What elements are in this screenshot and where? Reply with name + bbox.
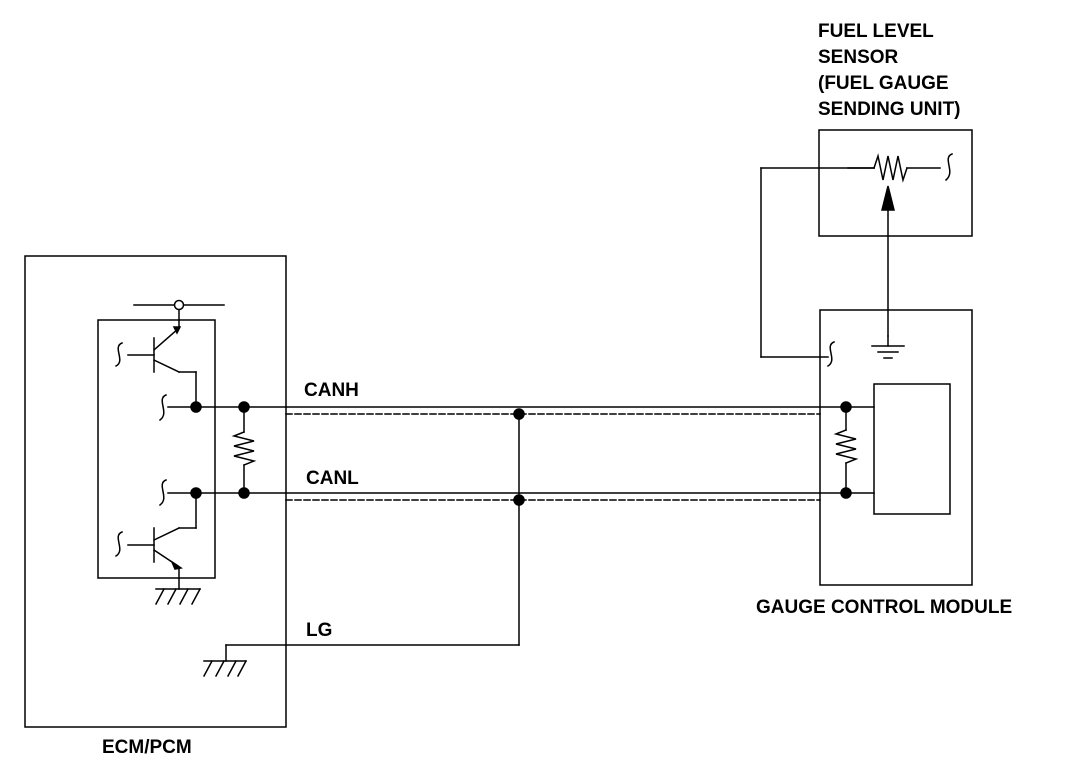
canl-label: CANL xyxy=(306,468,359,489)
lower-transistor xyxy=(114,492,197,590)
sensor-title-line-2: SENSOR xyxy=(818,47,899,68)
lg-label: LG xyxy=(306,620,333,641)
ecm-pcm-module xyxy=(24,255,287,728)
gauge-termination-resistor xyxy=(833,406,859,494)
canl-wire xyxy=(285,492,847,501)
sensor-title-line-4: SENDING UNIT) xyxy=(818,99,961,120)
ecm-internal-ground-symbol xyxy=(154,587,202,606)
lg-ground-symbol xyxy=(202,644,248,678)
sensor-variable-resistor xyxy=(873,153,908,183)
sensor-title-line-1: FUEL LEVEL xyxy=(818,21,934,42)
fuel-level-sensor xyxy=(818,129,973,337)
ecm-termination-resistor xyxy=(231,406,257,494)
canh-wire xyxy=(285,406,847,415)
gauge-control-module xyxy=(819,309,973,586)
ecm-pcm-label: ECM/PCM xyxy=(102,737,192,758)
lg-wire xyxy=(225,413,520,646)
power-terminal xyxy=(173,299,185,311)
sensor-title-line-3: (FUEL GAUGE xyxy=(818,73,949,94)
canh-label: CANH xyxy=(304,380,359,401)
wiper-arrow-icon xyxy=(881,185,895,211)
sensor-signal-wire xyxy=(760,167,875,358)
gauge-inner-block xyxy=(873,383,951,515)
gauge-control-module-label: GAUGE CONTROL MODULE xyxy=(756,597,1013,618)
fuel-level-sensor-title: FUEL LEVEL SENSOR (FUEL GAUGE SENDING UN… xyxy=(818,19,961,123)
gauge-ground-symbol xyxy=(871,335,905,359)
upper-transistor xyxy=(114,326,197,408)
